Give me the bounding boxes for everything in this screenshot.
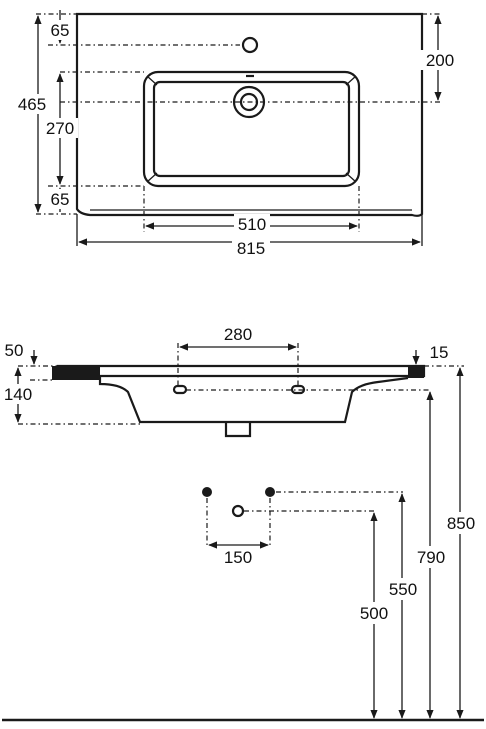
bowl-corners bbox=[146, 75, 357, 183]
side-view: 280 50 140 15 150 850 790 550 500 bbox=[0, 323, 484, 722]
mount-hole-left bbox=[172, 384, 188, 395]
tap-hole bbox=[241, 36, 259, 54]
dim-label-15: 15 bbox=[430, 343, 449, 362]
dim-label-65-bottom: 65 bbox=[51, 190, 70, 209]
dim-label-65-top: 65 bbox=[51, 21, 70, 40]
top-view: 65 465 270 65 200 510 815 bbox=[16, 10, 460, 258]
dim-label-465: 465 bbox=[18, 95, 46, 114]
dim-label-150: 150 bbox=[224, 548, 252, 567]
dim-label-550: 550 bbox=[389, 580, 417, 599]
basin-body-profile bbox=[98, 376, 409, 424]
dim-label-850: 850 bbox=[447, 514, 475, 533]
supply-valve-right bbox=[265, 487, 275, 497]
drain-stub bbox=[224, 422, 252, 438]
bowl-inner bbox=[152, 80, 351, 178]
basin-outline-top bbox=[75, 12, 424, 217]
dim-label-140: 140 bbox=[4, 385, 32, 404]
slab-left-end bbox=[52, 366, 100, 380]
mount-hole-right bbox=[290, 384, 306, 395]
dim-label-500: 500 bbox=[360, 604, 388, 623]
basin-slab bbox=[56, 364, 426, 378]
bowl-outer bbox=[142, 70, 361, 188]
supply-valve-left bbox=[202, 487, 212, 497]
dim-label-270: 270 bbox=[46, 119, 74, 138]
dim-label-280: 280 bbox=[224, 325, 252, 344]
dim-label-510: 510 bbox=[238, 215, 266, 234]
dim-label-790: 790 bbox=[417, 548, 445, 567]
waste-outlet bbox=[231, 504, 245, 518]
dim-label-50: 50 bbox=[5, 341, 24, 360]
dim-label-200: 200 bbox=[426, 51, 454, 70]
dim-label-815: 815 bbox=[237, 239, 265, 258]
slab-right-end bbox=[408, 366, 424, 378]
